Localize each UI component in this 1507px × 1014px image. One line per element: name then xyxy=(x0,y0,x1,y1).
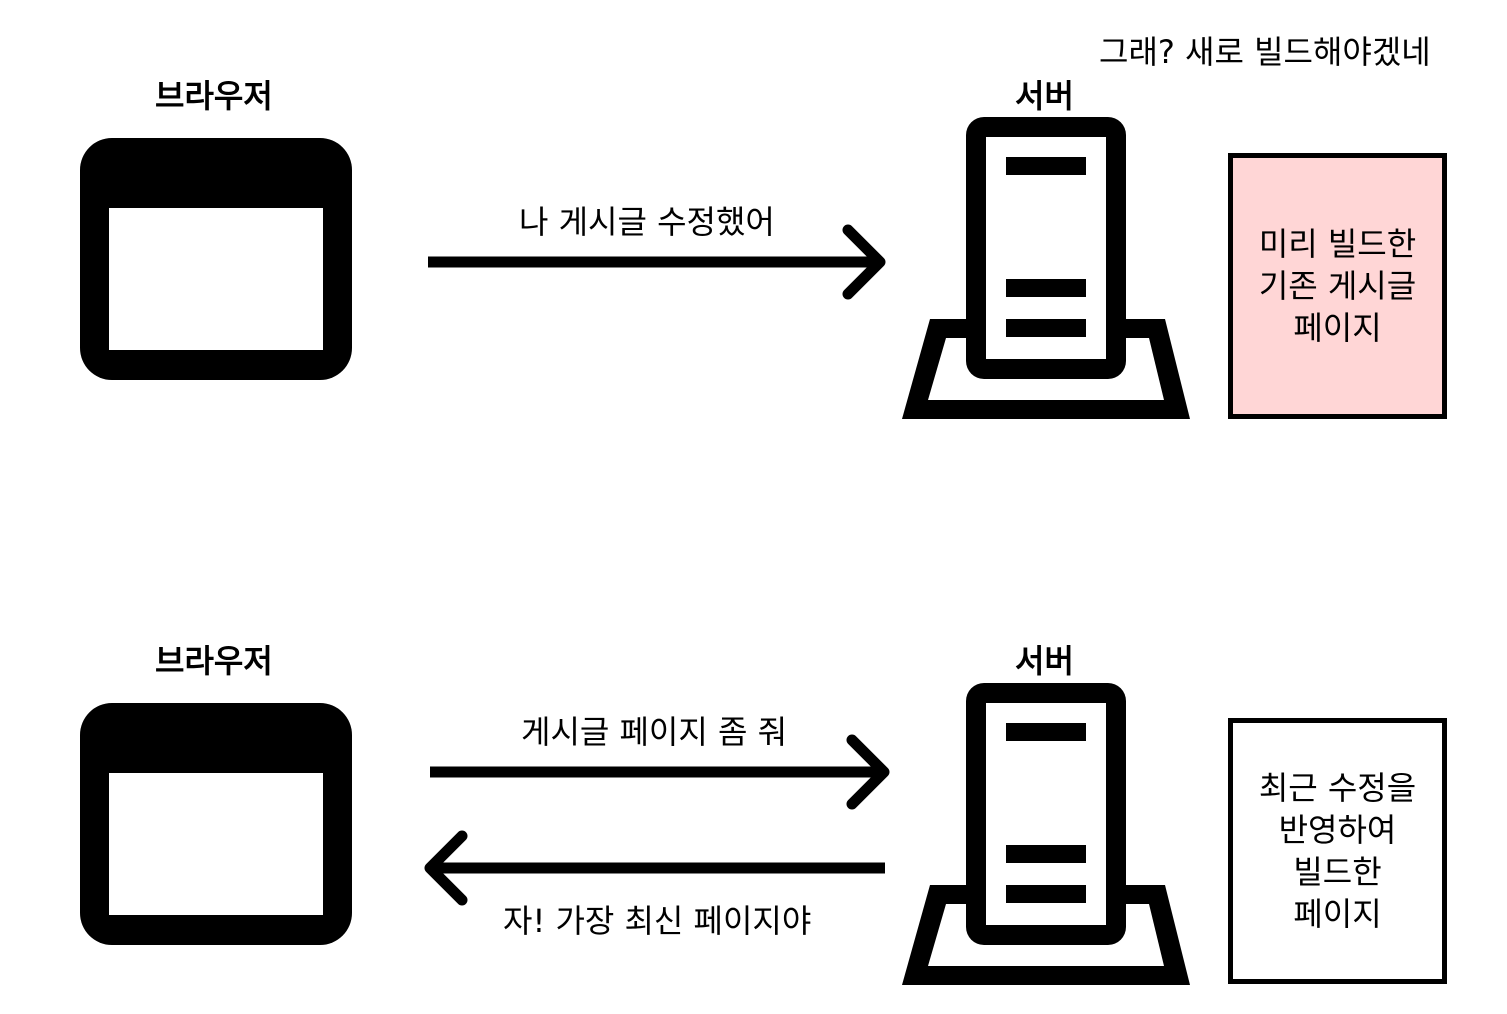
browser-label: 브라우저 xyxy=(155,642,273,680)
prebuilt-page-text: 미리 빌드한 기존 게시글 페이지 xyxy=(1258,225,1417,347)
rebuilt-page-box: 최근 수정을 반영하여 빌드한 페이지 xyxy=(1228,718,1447,984)
prebuilt-page-box: 미리 빌드한 기존 게시글 페이지 xyxy=(1228,153,1447,419)
response-message: 자! 가장 최신 페이지야 xyxy=(503,902,812,940)
server-label: 서버 xyxy=(1015,77,1074,115)
server-icon xyxy=(902,683,1190,985)
server-label: 서버 xyxy=(1015,642,1074,680)
browser-icon xyxy=(80,138,352,380)
rebuilt-page-text: 최근 수정을 반영하여 빌드한 페이지 xyxy=(1258,769,1417,933)
server-icon xyxy=(902,117,1190,419)
browser-icon xyxy=(80,703,352,945)
request-message: 게시글 페이지 좀 줘 xyxy=(521,713,788,751)
server-reply: 그래? 새로 빌드해야겠네 xyxy=(1099,33,1431,71)
browser-label: 브라우저 xyxy=(155,77,273,115)
request-message: 나 게시글 수정했어 xyxy=(519,203,775,241)
